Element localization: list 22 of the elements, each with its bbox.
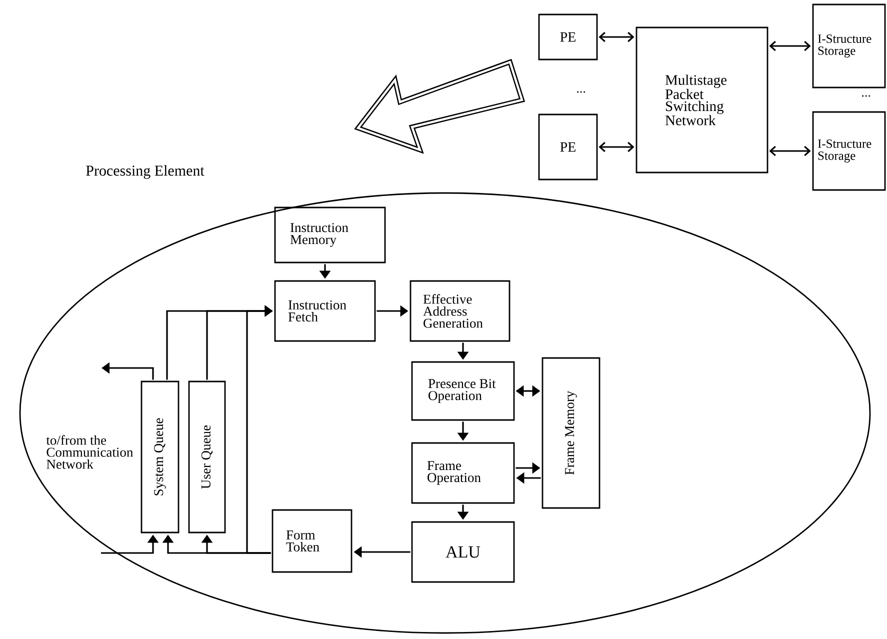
arrow <box>598 142 634 152</box>
storage-box: I-Structure Storage <box>812 4 886 88</box>
memory-box: Instruction Memory <box>274 206 386 264</box>
storage-box: I-Structure Storage <box>812 111 886 191</box>
ellipsis: ... <box>577 91 586 93</box>
process-box: ALU <box>411 521 515 583</box>
processor-box: PE <box>538 114 598 180</box>
queue-box: System Queue <box>140 380 180 534</box>
process-box: Form Token <box>272 509 352 573</box>
process-box: Presence Bit Operation <box>411 361 515 421</box>
arrow <box>769 40 811 52</box>
heading: Processing Element <box>86 165 204 179</box>
processor-box: PE <box>538 14 598 60</box>
memory-box: Frame Memory <box>542 357 600 509</box>
arrow <box>769 146 811 156</box>
queue-box: User Queue <box>188 380 226 534</box>
process-box: Instruction Fetch <box>274 280 376 342</box>
process-box: Frame Operation <box>411 442 515 504</box>
network-box: Multistage Packet Switching Network <box>636 26 768 174</box>
arrow <box>598 32 634 42</box>
process-box: Effective Address Generation <box>410 280 510 342</box>
ellipsis: ... <box>862 95 870 97</box>
